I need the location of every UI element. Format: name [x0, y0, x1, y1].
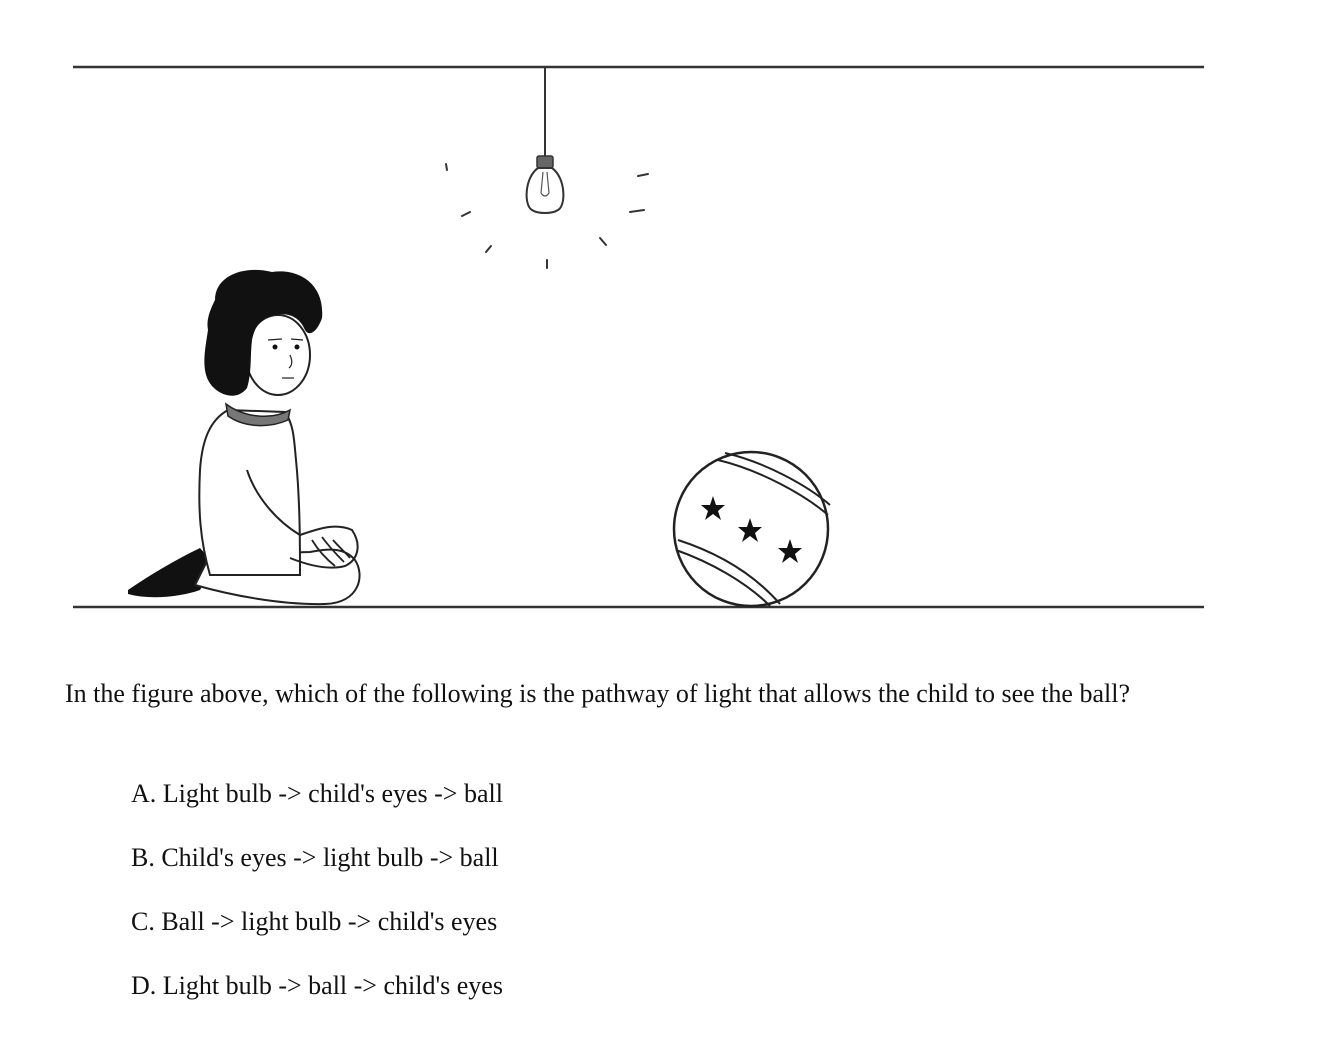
option-b[interactable]: B. Child's eyes -> light bulb -> ball — [131, 843, 499, 872]
option-a[interactable]: A. Light bulb -> child's eyes -> ball — [131, 779, 503, 808]
light-rays — [445, 163, 649, 269]
light-bulb-icon — [525, 67, 565, 214]
ball-figure — [672, 450, 831, 608]
star-icon — [738, 518, 762, 542]
answer-options: A. Light bulb -> child's eyes -> ball B.… — [131, 776, 503, 1032]
star-icon — [778, 539, 802, 563]
option-c[interactable]: C. Ball -> light bulb -> child's eyes — [131, 907, 498, 936]
star-icon — [701, 496, 725, 520]
question-text: In the figure above, which of the follow… — [65, 679, 1130, 708]
scene-figure — [73, 65, 1204, 609]
option-d[interactable]: D. Light bulb -> ball -> child's eyes — [131, 971, 503, 1000]
child-figure — [128, 269, 361, 606]
